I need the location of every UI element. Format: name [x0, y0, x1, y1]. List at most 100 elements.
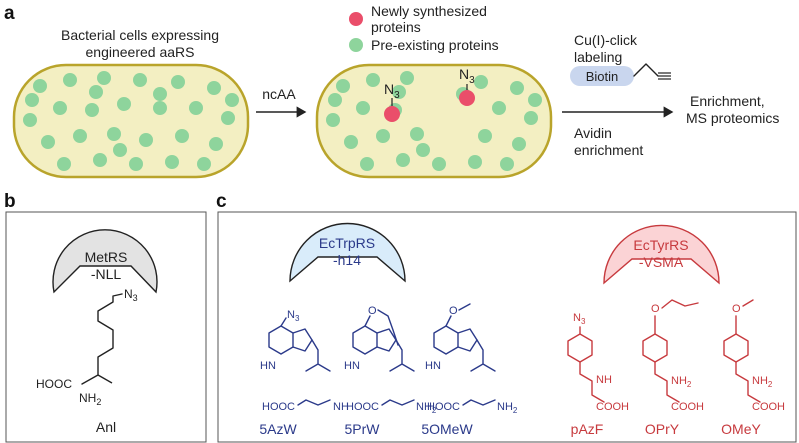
pre-existing-protein [524, 111, 538, 125]
5prw-o: O [368, 305, 377, 317]
pre-existing-protein [392, 85, 406, 99]
pre-existing-protein [175, 129, 189, 143]
pre-existing-protein [73, 129, 87, 143]
5azw-acid: HOOC [262, 401, 295, 413]
click-line2: labeling [574, 49, 622, 65]
anl-name: Anl [96, 419, 116, 435]
5prw-nh2: NH2 [416, 401, 437, 415]
5omew-acid: HOOC [427, 401, 460, 413]
name-5azw: 5AzW [259, 421, 297, 437]
result-line1: Enrichment, [690, 93, 765, 109]
molecule-5prw: O HN HOOC NH2 [344, 305, 437, 415]
name-opry: OPrY [645, 421, 680, 437]
pre-existing-protein [139, 133, 153, 147]
trprs-line1: EcTrpRS [319, 235, 375, 251]
pre-existing-protein [400, 71, 414, 85]
pre-existing-protein [207, 81, 221, 95]
ncaa-label: ncAA [262, 86, 296, 102]
pre-existing-protein [153, 87, 167, 101]
pre-existing-protein [113, 143, 127, 157]
click-line1: Cu(I)-click [574, 32, 638, 48]
pre-existing-protein [171, 75, 185, 89]
pre-existing-protein [23, 113, 37, 127]
5prw-acid: HOOC [346, 401, 379, 413]
molecule-5omew: O HN HOOC NH2 [425, 303, 518, 415]
pre-existing-protein [189, 101, 203, 115]
cell-caption-line2: engineered aaRS [86, 44, 195, 60]
pre-existing-protein [153, 101, 167, 115]
5omew-hn: HN [425, 360, 441, 372]
5azw-azide: N3 [287, 309, 300, 323]
name-omey: OMeY [721, 421, 761, 437]
name-5prw: 5PrW [345, 421, 381, 437]
pre-existing-protein [512, 137, 526, 151]
pre-existing-protein [410, 127, 424, 141]
metrs-line2: -NLL [91, 266, 122, 282]
5omew-o: O [449, 305, 458, 317]
tyrrs-line1: EcTyrRS [633, 237, 688, 253]
pre-existing-proteins-left [23, 71, 239, 171]
legend-old-label: Pre-existing proteins [371, 37, 499, 53]
azide-label-1: N3 [384, 81, 400, 101]
legend-new-line2: proteins [371, 19, 421, 35]
pre-existing-protein [209, 137, 223, 151]
pre-existing-protein [57, 157, 71, 171]
molecule-5azw: N3 HN HOOC NH [260, 309, 349, 413]
panel-label-c: c [216, 191, 227, 212]
omey-o: O [732, 303, 741, 315]
omey-nh2: NH2 [752, 375, 773, 389]
panel-label-b: b [4, 191, 16, 212]
pre-existing-protein [225, 93, 239, 107]
pre-existing-protein [117, 97, 131, 111]
pazf-nh: NH [596, 374, 612, 386]
azide-label-2: N3 [459, 66, 475, 86]
pre-existing-protein [41, 135, 55, 149]
metrs-line1: MetRS [85, 249, 128, 265]
panel-c-box [217, 211, 797, 443]
pre-existing-protein [478, 129, 492, 143]
pre-existing-protein [432, 157, 446, 171]
5prw-hn: HN [344, 360, 360, 372]
anl-azide: N3 [124, 287, 138, 303]
pre-existing-protein [528, 93, 542, 107]
new-protein-1 [384, 106, 400, 122]
pre-existing-protein [366, 73, 380, 87]
cell-after [315, 63, 553, 179]
legend-new-dot [349, 12, 363, 26]
name-5omew: 5OMeW [421, 421, 473, 437]
opry-o: O [651, 303, 660, 315]
pre-existing-protein [93, 153, 107, 167]
pre-existing-protein [53, 101, 67, 115]
omey-acid: COOH [752, 401, 785, 413]
cell-before [12, 63, 250, 179]
5azw-nh: NH [333, 401, 349, 413]
trprs-pocket [289, 222, 406, 283]
name-pazf: pAzF [571, 421, 604, 437]
anl-acid: HOOC [36, 377, 72, 391]
anl-amine: NH2 [79, 391, 101, 407]
metrs-pocket [52, 229, 158, 294]
5azw-hn: HN [260, 360, 276, 372]
pre-existing-protein [133, 73, 147, 87]
pre-existing-protein [326, 113, 340, 127]
5omew-nh2: NH2 [497, 401, 518, 415]
pre-existing-protein [416, 143, 430, 157]
pre-existing-protein [500, 157, 514, 171]
tyrrs-pocket [603, 224, 720, 285]
molecule-opry: O NH2 COOH [642, 299, 704, 413]
pre-existing-protein [165, 155, 179, 169]
pre-existing-protein [107, 127, 121, 141]
avidin-line2: enrichment [574, 142, 643, 158]
pre-existing-protein [328, 93, 342, 107]
pre-existing-protein [396, 153, 410, 167]
pre-existing-protein [85, 103, 99, 117]
pre-existing-protein [474, 75, 488, 89]
avidin-line1: Avidin [574, 125, 612, 141]
pre-existing-protein [89, 85, 103, 99]
opry-nh2: NH2 [671, 375, 692, 389]
pre-existing-protein [344, 135, 358, 149]
cell-caption-line1: Bacterial cells expressing [61, 27, 219, 43]
pre-existing-protein [221, 111, 235, 125]
pre-existing-protein [197, 157, 211, 171]
pre-existing-protein [360, 157, 374, 171]
